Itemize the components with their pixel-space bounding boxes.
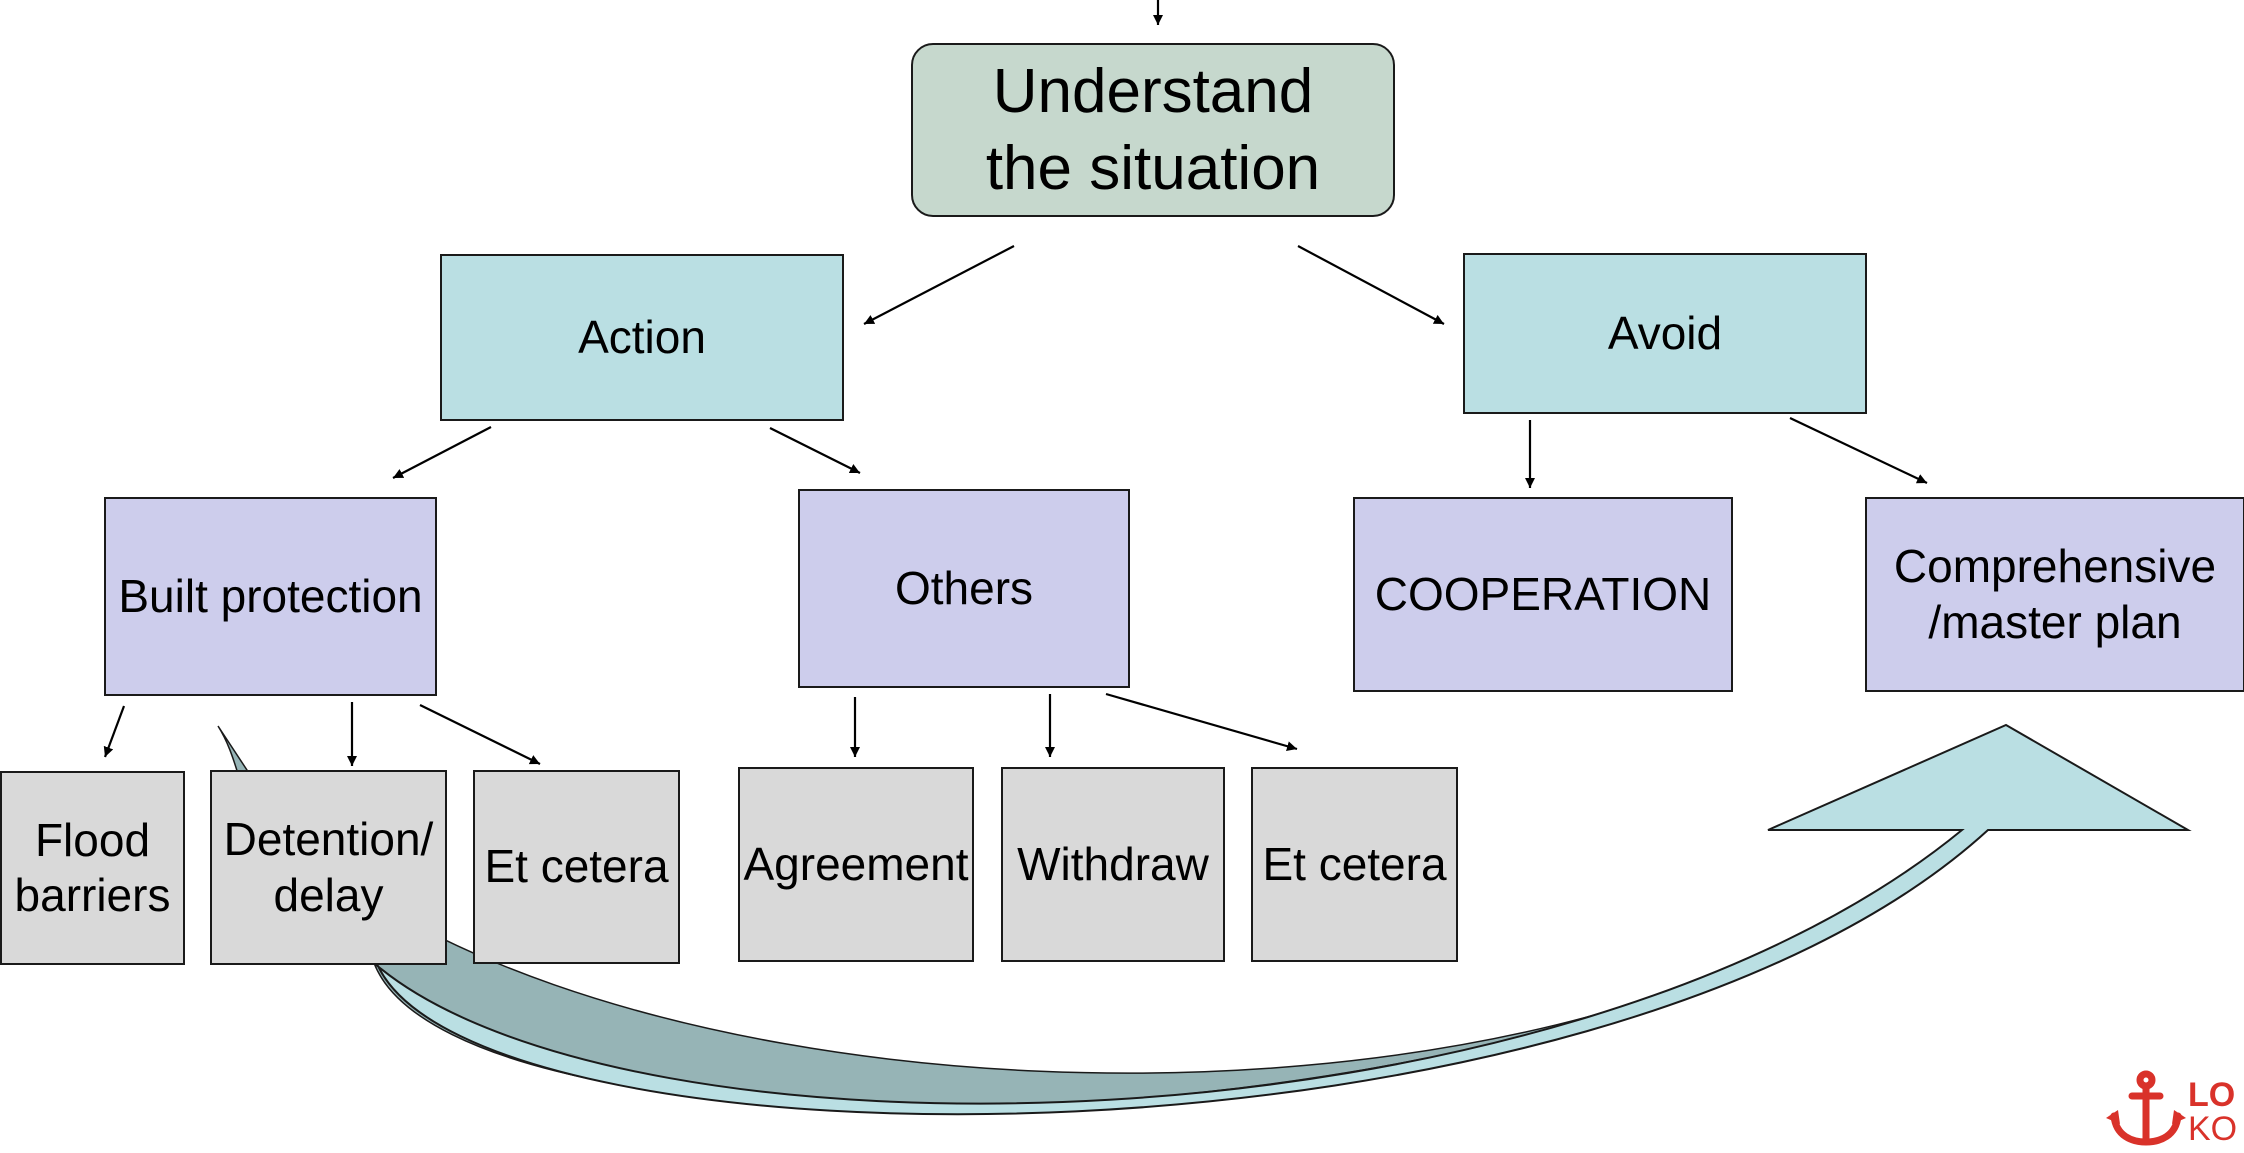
arrow-action-built	[392, 426, 492, 479]
arrow-others-etcetera	[1105, 692, 1298, 752]
arrow-avoid-comprehensive	[1789, 417, 1928, 484]
anchor-icon	[2106, 1070, 2186, 1146]
node-avoid: Avoid	[1463, 253, 1867, 414]
arrow-root-action	[863, 245, 1015, 325]
node-et-cetera-others: Et cetera	[1251, 767, 1458, 962]
arrow-built-flood	[103, 705, 126, 758]
node-withdraw: Withdraw	[1001, 767, 1225, 962]
node-comprehensive-plan: Comprehensive /master plan	[1865, 497, 2244, 692]
arrow-built-etcetera	[419, 704, 541, 765]
big-curved-arrow	[373, 723, 2192, 1116]
arrow-action-others	[769, 427, 861, 474]
node-flood-barriers: Flood barriers	[0, 771, 185, 965]
node-et-cetera-built: Et cetera	[473, 770, 680, 964]
node-cooperation: COOPERATION	[1353, 497, 1733, 692]
node-built-protection: Built protection	[104, 497, 437, 696]
node-understand-situation: Understand the situation	[911, 43, 1395, 217]
logo: LO KO	[2106, 1070, 2244, 1148]
logo-wordmark: LO KO	[2188, 1076, 2238, 1148]
node-others: Others	[798, 489, 1130, 688]
node-action: Action	[440, 254, 844, 421]
node-agreement: Agreement	[738, 767, 974, 962]
arrow-root-avoid	[1297, 245, 1445, 325]
node-detention-delay: Detention/ delay	[210, 770, 447, 965]
